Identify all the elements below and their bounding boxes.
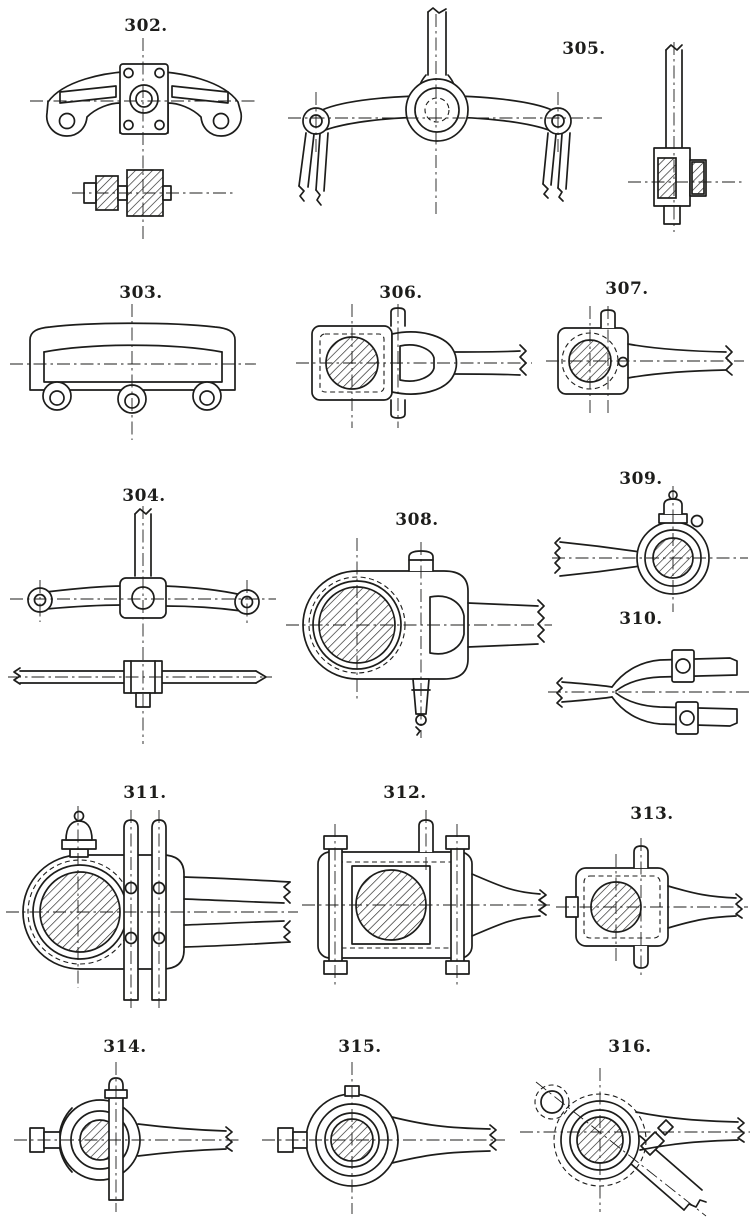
figure-307-drawing xyxy=(546,306,744,416)
figure-label-311: 311. xyxy=(123,783,167,803)
figure-305-drawing xyxy=(288,7,744,232)
figure-315-drawing xyxy=(262,1062,505,1214)
figure-label-303: 303. xyxy=(119,283,163,303)
figure-label-309: 309. xyxy=(619,469,663,489)
figure-314-drawing xyxy=(14,1062,240,1212)
figure-308-drawing xyxy=(286,538,552,738)
figure-311-drawing xyxy=(6,806,298,1008)
figure-304-drawing xyxy=(8,506,276,744)
figure-316-drawing xyxy=(520,1068,750,1217)
figure-310-drawing xyxy=(548,649,750,735)
figure-label-308: 308. xyxy=(395,510,439,530)
figure-label-306: 306. xyxy=(379,283,423,303)
figure-label-310: 310. xyxy=(619,609,663,629)
figure-309-drawing xyxy=(552,486,748,612)
figure-313-drawing xyxy=(556,838,748,976)
figure-306-drawing xyxy=(296,304,532,428)
figure-label-302: 302. xyxy=(124,16,168,36)
figure-label-313: 313. xyxy=(630,804,674,824)
figure-303-drawing xyxy=(10,304,256,440)
figure-label-305: 305. xyxy=(562,39,606,59)
figure-302-drawing xyxy=(30,38,258,240)
figure-label-304: 304. xyxy=(122,486,166,506)
figure-label-314: 314. xyxy=(103,1037,147,1057)
figure-label-316: 316. xyxy=(608,1037,652,1057)
figure-label-312: 312. xyxy=(383,783,427,803)
figure-312-drawing xyxy=(302,810,552,986)
figure-label-315: 315. xyxy=(338,1037,382,1057)
figure-label-307: 307. xyxy=(605,279,649,299)
